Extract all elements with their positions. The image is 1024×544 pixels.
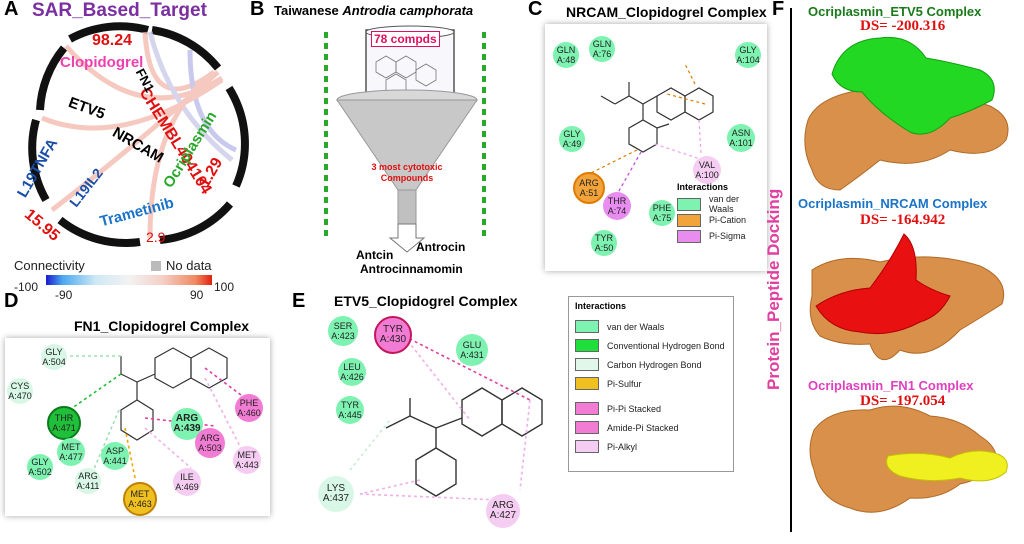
legend-item: Pi-Cation — [677, 212, 763, 228]
panel-label-c: C — [528, 0, 543, 20]
nodata-swatch — [151, 261, 161, 271]
panel-a-title: SAR_Based_Target — [32, 0, 207, 21]
colorbar-nodata: No data — [166, 258, 212, 273]
complex-etv5-ds: DS= -200.316 — [860, 18, 946, 34]
colorbar-gradient — [46, 275, 212, 285]
panel-label-b: B — [250, 0, 265, 20]
colorbar-title: Connectivity — [14, 258, 85, 273]
legend-item: Carbon Hydrogen Bond — [575, 355, 727, 374]
legend-item: Conventional Hydrogen Bond — [575, 336, 727, 355]
panel-d-title: FN1_Clopidogrel Complex — [74, 318, 250, 334]
legend-item: van der Waals — [677, 194, 763, 214]
output-antrocin: Antrocin — [416, 240, 466, 254]
complex-nrcam-title: Ocriplasmin_NRCAM Complex — [798, 196, 988, 211]
output-antrocinnamomin: Antrocinnamomin — [360, 262, 463, 276]
legend-item: van der Waals — [575, 317, 727, 336]
legend-item: Pi-Alkyl — [575, 437, 727, 456]
node-clopidogrel: Clopidogrel — [60, 54, 144, 71]
panel-c-legend: Interactions van der Waals Pi-Cation Pi-… — [677, 182, 763, 244]
panel-e-title: ETV5_Clopidogrel Complex — [334, 293, 518, 309]
complex-etv5-title: Ocriplasmin_ETV5 Complex — [808, 4, 982, 19]
panel-label-a: A — [4, 0, 19, 20]
legend-title: Interactions — [677, 182, 729, 192]
value-2-9: 2.9 — [146, 229, 166, 245]
panel-label-d: D — [4, 290, 19, 312]
panel-label-e: E — [292, 290, 306, 312]
output-antcin: Antcin — [356, 248, 394, 262]
complex-fn1-ds: DS= -197.054 — [860, 393, 946, 409]
legend-item: Pi-Pi Stacked — [575, 399, 727, 418]
colorbar-max: 100 — [214, 280, 235, 294]
panel-c-title: NRCAM_Clopidogrel Complex — [566, 4, 767, 20]
panel-e-legend: Interactions van der Waals Conventional … — [568, 296, 734, 472]
divider-line — [790, 8, 792, 532]
colorbar-max-inner: 90 — [190, 288, 204, 302]
value-98-24: 98.24 — [92, 32, 133, 49]
compounds-count: 78 compds — [371, 31, 440, 47]
panel-label-f: F — [772, 0, 785, 20]
panel-b-title: Taiwanese Antrodia camphorata — [274, 3, 474, 18]
nrcam-ligand-structure — [588, 63, 714, 199]
legend-item: Amide-Pi Stacked — [575, 418, 727, 437]
colorbar-min-inner: -90 — [55, 288, 73, 302]
legend-item: Pi-Sulfur — [575, 374, 727, 393]
cytotoxic-label: 3 most cytotoxic Compounds — [371, 162, 443, 183]
complex-nrcam-ds: DS= -164.942 — [860, 212, 946, 228]
complex-fn1-title: Ocriplasmin_FN1 Complex — [808, 378, 974, 393]
fn1-ligand-structure — [54, 347, 254, 479]
colorbar-min: -100 — [14, 280, 39, 294]
legend-item: Pi-Sigma — [677, 228, 763, 244]
legend-title: Interactions — [575, 301, 627, 311]
